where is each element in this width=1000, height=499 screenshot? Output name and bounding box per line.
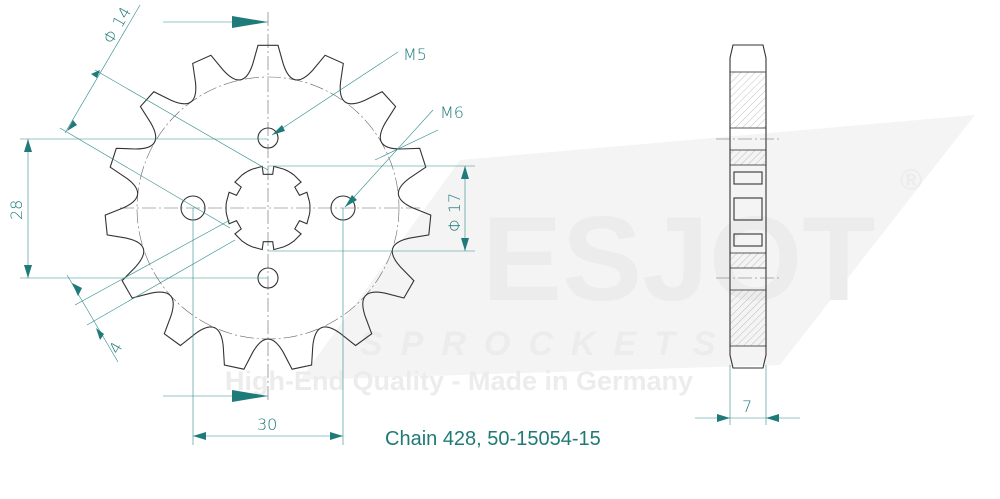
label-dia-17: Φ 17 (445, 193, 464, 232)
watermark-sub: SPROCKETS (360, 325, 734, 363)
watermark-tagline: High-End Quality - Made in Germany (225, 366, 693, 396)
sprocket-outline (104, 44, 432, 370)
side-view (716, 44, 780, 369)
arrow-icon (232, 16, 268, 28)
dimensions (20, 4, 800, 445)
label-30: 30 (257, 415, 277, 434)
label-m6: M6 (440, 103, 464, 122)
label-4: 4 (105, 339, 127, 357)
arrow-icon (232, 390, 268, 402)
label-bolt-circle-diameter: Φ 14 (99, 4, 135, 47)
bolt-hole-top (257, 127, 279, 149)
label-m5: M5 (403, 45, 427, 64)
watermark-banner (300, 115, 975, 380)
watermark-reg: ® (900, 164, 922, 197)
label-7: 7 (742, 397, 752, 416)
splined-center-hole (225, 165, 311, 251)
watermark: ESJOT ® SPROCKETS High-End Quality - Mad… (225, 115, 975, 396)
watermark-brand: ESJOT (482, 192, 875, 326)
label-28: 28 (7, 200, 26, 220)
part-caption: Chain 428, 50-15054-15 (385, 428, 601, 450)
